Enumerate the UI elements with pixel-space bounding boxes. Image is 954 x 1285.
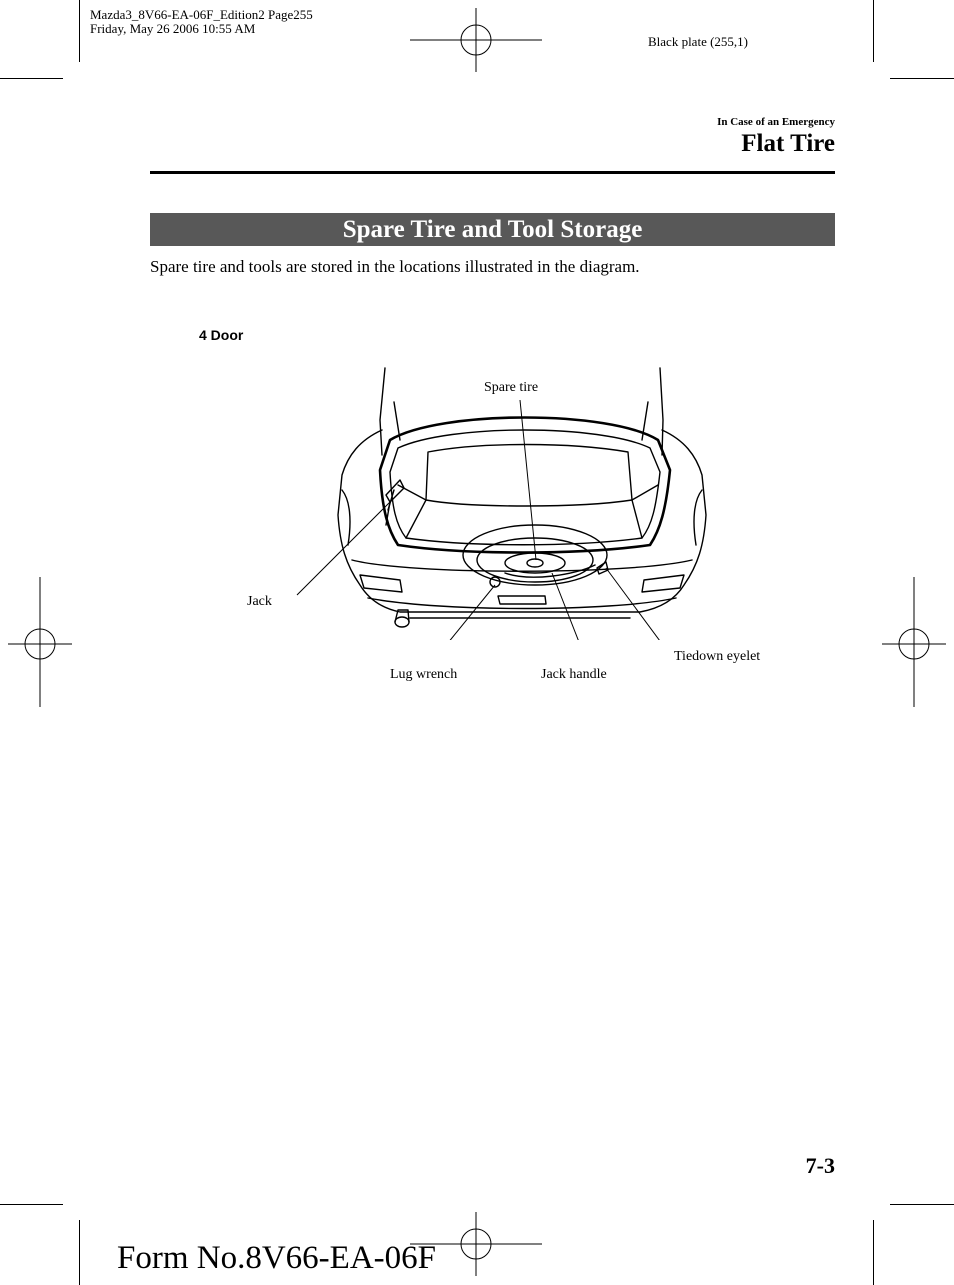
page-number: 7-3 (805, 1153, 835, 1178)
registration-mark-bottom (410, 1212, 542, 1276)
page-title: Flat Tire (741, 130, 835, 157)
callout-jack-handle: Jack handle (541, 667, 607, 682)
section-banner: Spare Tire and Tool Storage (150, 213, 835, 246)
trunk-illustration (296, 367, 707, 640)
slug-plate: Black plate (255,1) (648, 34, 748, 49)
title-rule (150, 171, 835, 174)
section-label: In Case of an Emergency (717, 116, 835, 128)
slug-file-name: Mazda3_8V66-EA-06F_Edition2 Page255 (90, 7, 313, 22)
registration-mark-right (882, 577, 946, 707)
callout-jack: Jack (247, 594, 272, 609)
registration-mark-left (8, 577, 72, 707)
callout-tiedown-eyelet: Tiedown eyelet (674, 649, 761, 664)
intro-paragraph: Spare tire and tools are stored in the l… (150, 257, 640, 276)
callout-spare-tire: Spare tire (484, 380, 539, 395)
callout-lug-wrench: Lug wrench (390, 667, 458, 682)
form-number: Form No.8V66-EA-06F (117, 1240, 436, 1276)
slug-timestamp: Friday, May 26 2006 10:55 AM (90, 21, 256, 36)
registration-mark-top (410, 8, 542, 72)
figure-variant-label: 4 Door (199, 327, 244, 343)
